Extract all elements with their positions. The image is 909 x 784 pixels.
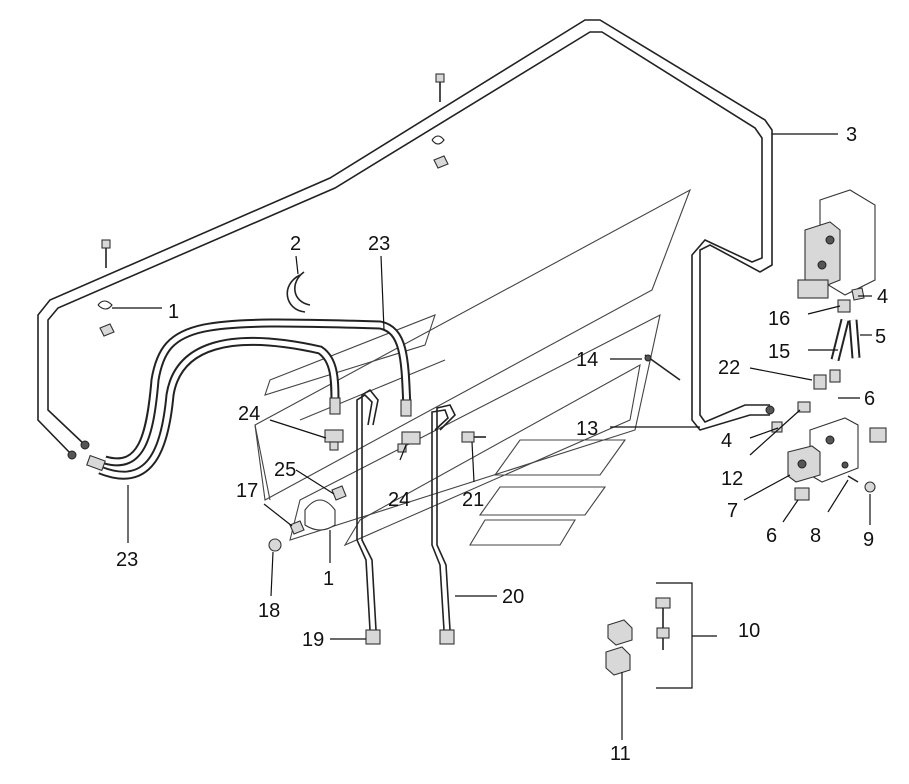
callout-17: 17 <box>236 480 258 502</box>
callout-3: 3 <box>846 124 857 146</box>
item-2-hose-clamp <box>286 271 311 313</box>
callout-20: 20 <box>502 586 524 608</box>
item-17-nut <box>289 520 305 535</box>
item-14-rod <box>644 354 681 381</box>
callout-labels: 3 2 23 1 4 16 5 15 14 22 6 13 4 12 24 24… <box>116 124 888 765</box>
item-7-valve-block <box>787 417 859 483</box>
item-21-bolt <box>461 431 486 443</box>
item-1-clamp-bracket <box>304 499 336 531</box>
top-bolt <box>435 73 445 102</box>
callout-4-top: 4 <box>877 286 888 308</box>
item-24-tee-fitting-left <box>324 429 344 451</box>
item-19-pipe <box>356 388 381 645</box>
item-15-hose <box>830 318 850 362</box>
callout-1-bottom: 1 <box>323 568 334 590</box>
item-5-hose <box>848 319 861 359</box>
item-11-spacers <box>605 619 633 676</box>
callout-8: 8 <box>810 525 821 547</box>
callout-9: 9 <box>863 529 874 551</box>
callout-25: 25 <box>274 459 296 481</box>
callout-6-right: 6 <box>864 388 875 410</box>
callout-15: 15 <box>768 341 790 363</box>
item-20-pipe <box>431 404 456 645</box>
callout-4-lower: 4 <box>721 430 732 452</box>
callout-16: 16 <box>768 308 790 330</box>
item-25-clip <box>331 485 347 501</box>
item-10-bolt <box>655 597 671 650</box>
callout-5: 5 <box>875 326 886 348</box>
callout-6-lower: 6 <box>766 525 777 547</box>
item-24-tee-fitting-right <box>397 431 421 453</box>
chassis-panels <box>254 188 692 547</box>
callout-18: 18 <box>258 600 280 622</box>
callout-11: 11 <box>610 743 631 765</box>
callout-12: 12 <box>721 468 743 490</box>
callout-7: 7 <box>727 500 738 522</box>
item-9-nut <box>864 481 876 493</box>
item-3-steel-pipe-pair <box>37 19 775 460</box>
callout-14: 14 <box>576 349 598 371</box>
item-1-clip-left <box>97 300 115 337</box>
callout-22: 22 <box>718 357 740 379</box>
item-18-washer <box>268 538 282 552</box>
item-4-fitting-top <box>851 287 865 301</box>
callout-10: 10 <box>738 620 760 642</box>
callout-23-top: 23 <box>368 233 390 255</box>
item-6-plug-lower <box>794 487 810 501</box>
callout-1-left: 1 <box>168 301 179 323</box>
callout-24-right: 24 <box>388 489 410 511</box>
item-8-pin <box>847 475 859 483</box>
item-22-fitting <box>813 369 841 390</box>
valve-block-assembly <box>797 189 876 299</box>
item-6-plug-right <box>869 427 887 443</box>
callout-13: 13 <box>576 418 598 440</box>
top-clip-and-nut <box>431 135 449 169</box>
callout-23-bottom: 23 <box>116 549 138 571</box>
item-10-bracket-line <box>656 582 717 689</box>
callout-21: 21 <box>462 489 484 511</box>
left-bolt <box>101 239 111 268</box>
callout-24-left: 24 <box>238 403 260 425</box>
leader-lines <box>112 133 872 740</box>
item-23-hydraulic-hoses <box>86 318 412 480</box>
callout-19: 19 <box>302 629 324 651</box>
callout-2: 2 <box>290 233 301 255</box>
